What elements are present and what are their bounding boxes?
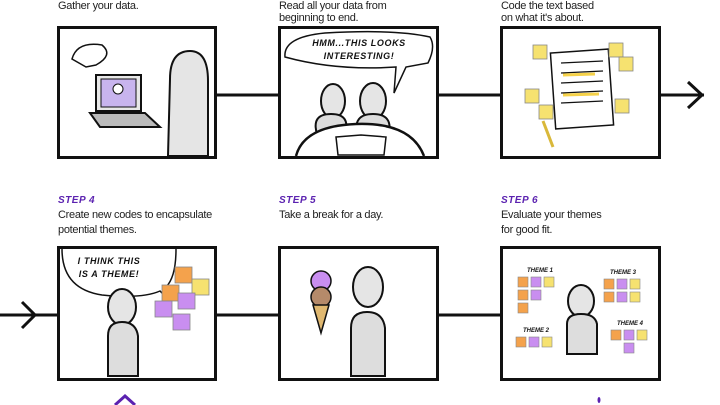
theme-4-label: THEME 4 [617,321,644,327]
step3-text: Code the text based [501,0,594,12]
step4-panel: I THINK THIS IS A THEME! [57,246,217,381]
step6-text-2: for good fit. [501,224,553,236]
step6-panel: THEME 1 THEME 2 THEME 3 THEME 4 [500,246,661,381]
step3-text-2: on what it's about. [501,12,584,24]
step6-label: STEP 6 [501,195,539,206]
laptop-illustration [71,43,209,156]
bubble-text: INTERESTING! [323,51,395,61]
chevron-up-icon [113,393,137,405]
themes-evaluation-illustration [515,276,648,355]
step4-label: STEP 4 [58,195,96,206]
bubble-text: I THINK THIS [77,256,141,266]
bubble-text: HMM...THIS LOOKS [312,38,406,48]
step5-panel [278,246,439,381]
step1-panel [57,26,217,159]
step4-text-2: potential themes. [58,224,137,236]
arrow-right-icon [686,80,705,110]
step2-text-2: beginning to end. [279,12,359,24]
step6-text: Evaluate your themes [501,209,602,221]
theme-1-label: THEME 1 [527,268,554,274]
step2-text: Read all your data from [279,0,387,12]
step5-label: STEP 5 [279,195,317,206]
step2-panel: HMM...THIS LOOKS INTERESTING! [278,26,439,159]
step4-text: Create new codes to encapsulate [58,209,212,221]
arrow-right-icon [20,300,38,330]
reading-illustration [284,30,434,156]
speech-bubble-step2: HMM...THIS LOOKS INTERESTING! [289,37,429,63]
step5-text: Take a break for a day. [279,209,384,221]
step1-text: Gather your data. [58,0,139,12]
bubble-text: IS A THEME! [78,269,140,279]
theme-2-label: THEME 2 [523,328,550,334]
coding-illustration [524,42,634,148]
ice-cream-illustration [310,266,386,377]
step3-panel [500,26,661,159]
theme-3-label: THEME 3 [610,270,637,276]
theme-idea-illustration [61,249,210,377]
speech-bubble-step4: I THINK THIS IS A THEME! [64,255,154,281]
